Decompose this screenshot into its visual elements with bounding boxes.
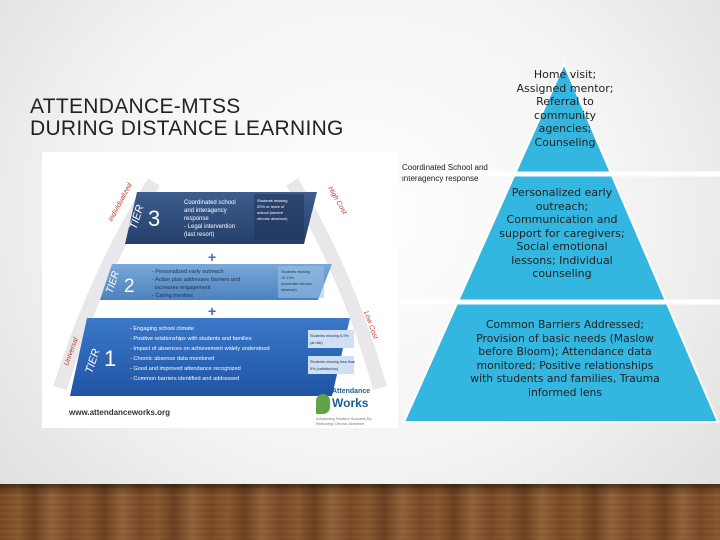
tier1-line: - Impact of absences on achievement wide… [130,346,270,352]
tier-top-line: Home visit; [533,68,597,81]
tier1-line: - Chronic absence data monitored [130,356,214,362]
tier2-line: increases engagement [155,285,211,291]
tiered-framework-image: + + TIER 3 Coordinated school and intera… [42,152,398,428]
note-line: interagency response [402,174,479,183]
tier2-number: 2 [124,276,135,297]
tier-middle-line: outreach; [535,199,589,213]
tier-middle-line: counseling [532,267,592,280]
note-line: Coordinated School and [402,163,488,172]
tier-top-line: Counseling [534,135,596,149]
tier3-note: 20% or more of [257,204,285,209]
pyramid-tier-middle: Personalized early outreach; Communicati… [462,186,662,281]
tier-bottom-line: with students and families, Trauma [470,372,660,385]
tier-middle-line: lessons; Individual [511,253,613,267]
tier3-number: 3 [148,206,160,231]
tier-top-line: Referral to [536,95,594,108]
leaf-icon [316,394,330,414]
tier2-block [100,264,332,300]
tier1-line: - Positive relationships with students a… [130,336,252,342]
tier-middle-line: Communication and [506,213,618,226]
tiered-framework-graphic: + + TIER 3 Coordinated school and intera… [53,178,387,396]
slide-title-line-2: DURING DISTANCE LEARNING [30,117,344,140]
logo-line-2: Works [332,396,369,410]
plus-icon: + [208,303,216,319]
tier-top-line: agencies; [538,122,592,135]
tier2-note: (moderate chronic [281,282,312,286]
tier-bottom-line: informed lens [527,385,603,399]
coordinated-response-note: Coordinated School and interagency respo… [402,162,510,184]
tier2-line: - Personalized early outreach [152,269,224,275]
tier2-note: 10-19% [281,276,295,280]
tier3-line: response [184,216,209,222]
tier-bottom-line: Provision of basic needs (Maslow [476,331,654,345]
pyramid-fill [404,64,718,422]
tier1-note-box-a [308,330,354,348]
attendance-works-logo: Attendance Works Advancing Student Succe… [314,384,374,426]
tier1-note: (at risk) [310,341,323,345]
wood-floor [0,484,720,540]
tier1-note: Students missing 5-9% [310,334,349,338]
tier3-note: Students missing [257,198,287,203]
pyramid-outline [402,62,720,423]
logo-line-1: Attendance [332,388,371,395]
tier-top-line: Assigned mentor; [516,81,614,95]
tier1-number: 1 [104,346,116,371]
tier3-line: Coordinated school [184,200,236,206]
tier2-note: Students missing [281,270,310,274]
tier2-line: - Caring mentors [152,293,193,299]
tier2-note-box [278,266,324,298]
tier2-note: absence) [281,288,297,292]
logo-tagline: Advancing Student Success By Reducing Ch… [316,416,372,426]
tier-bottom-line: monitored; Positive relationships [476,358,654,372]
tier3-note-box [254,194,304,240]
tier-middle-line: Personalized early [511,186,613,199]
tier1-line: - Good and improved attendance recognize… [130,366,241,372]
tier1-note-box-b [308,356,354,374]
slide-title-line-1: ATTENDANCE-MTSS [30,95,241,118]
tier3-note: chronic absence) [257,216,288,221]
tier3-note: school (severe [257,210,284,215]
tier1-note: 5% (satisfactory) [310,367,339,371]
tier1-line: - Engaging school climate [130,326,194,332]
tier1-note: Students missing less than [310,360,355,364]
tier3-line: (last resort) [184,232,214,238]
tier-middle-line: Social emotional [516,240,608,253]
tier1-block [70,318,350,396]
high-cost-label: High Cost [326,186,348,217]
tier-middle-line: support for caregivers; [499,226,625,240]
tier-top-line: community [533,108,597,122]
tier1-line: - Common barriers identified and address… [130,376,239,382]
pyramid-shape [400,62,720,423]
slide-title: ATTENDANCE-MTSS DURING DISTANCE LEARNING [30,96,344,140]
tier2-line: - Action plan addresses barriers and [152,277,240,283]
pyramid-tier-bottom: Common Barriers Addressed; Provision of … [450,318,680,399]
tier3-line: and interagency [184,208,227,214]
mtss-pyramid: Home visit; Assigned mentor; Referral to… [400,62,720,424]
tier-bottom-line: before Bloom); Attendance data [478,345,652,358]
plus-icon: + [208,249,216,265]
attendanceworks-url: www.attendanceworks.org [69,408,171,417]
tier-bottom-line: Common Barriers Addressed; [485,318,645,331]
tier3-line: - Legal intervention [184,224,235,230]
pyramid-tier-top: Home visit; Assigned mentor; Referral to… [500,68,630,149]
